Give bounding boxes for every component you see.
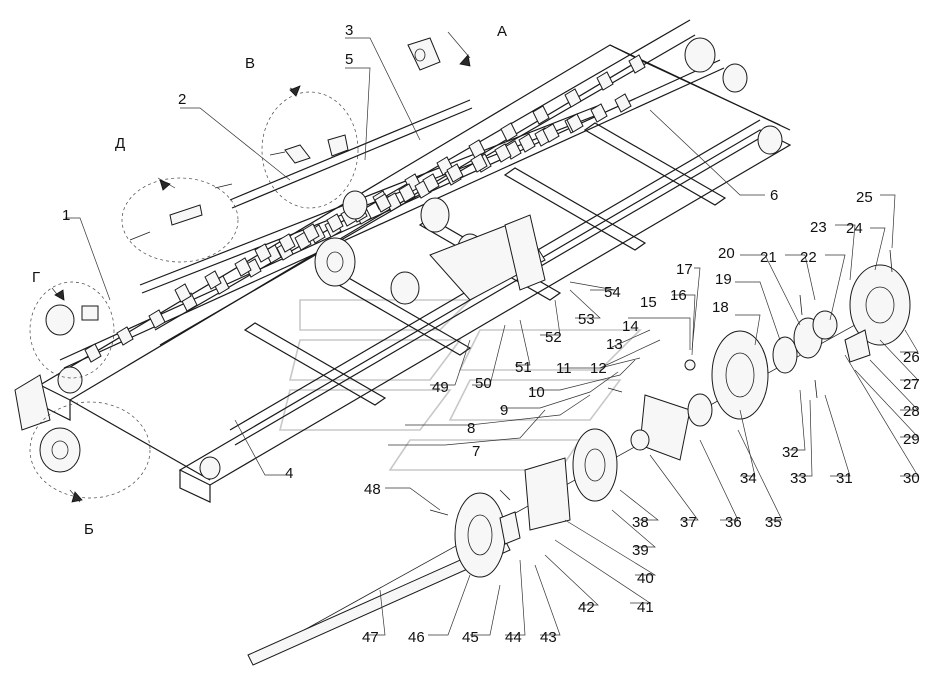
callout-20: 20 [718,245,735,262]
callout-28: 28 [903,403,920,420]
callout-35: 35 [765,514,782,531]
tooth [628,54,646,74]
exploded-hub [247,249,911,666]
tooth [174,283,192,303]
callout-38: 38 [632,514,649,531]
callout-36: 36 [725,514,742,531]
callout-16: 16 [670,287,687,304]
callout-1: 1 [62,207,70,224]
callout-40: 40 [637,570,654,587]
callout-42: 42 [578,599,595,616]
view-label-g: Г [32,269,40,286]
frame-hubs [14,37,783,480]
callout-18: 18 [712,299,729,316]
tooth [84,343,102,363]
callout-53: 53 [578,311,595,328]
tooth [422,173,440,193]
callout-45: 45 [462,629,479,646]
view-arrows [54,54,471,503]
callout-8: 8 [467,420,475,437]
tooth [532,105,550,125]
tooth [398,183,416,203]
view-label-d: Д [115,135,125,152]
callout-49: 49 [432,379,449,396]
tooth [542,123,560,143]
callout-23: 23 [810,219,827,236]
tooth [254,243,272,263]
callout-17: 17 [676,261,693,278]
callout-11: 11 [556,360,572,377]
callout-27: 27 [903,376,920,393]
callout-14: 14 [622,318,639,335]
callout-52: 52 [545,329,562,346]
callout-32: 32 [782,444,799,461]
callout-51: 51 [515,359,532,376]
callout-29: 29 [903,431,920,448]
tooth-rows [84,54,646,363]
callout-33: 33 [790,470,807,487]
callout-25: 25 [856,189,873,206]
tooth [116,326,134,346]
tooth [494,143,512,163]
callout-22: 22 [800,249,817,266]
tooth [596,71,614,91]
view-label-a: А [497,23,507,40]
detail-bubbles [29,37,441,499]
callout-24: 24 [846,220,863,237]
callout-43: 43 [540,629,557,646]
callout-13: 13 [606,336,623,353]
callout-10: 10 [528,384,545,401]
tooth [470,153,488,173]
tooth [264,244,282,264]
tooth [614,93,632,113]
callout-15: 15 [640,294,657,311]
tooth [234,257,252,277]
callout-4: 4 [285,465,293,482]
tooth [326,213,344,233]
tooth [278,233,296,253]
tooth [518,133,536,153]
shafts [59,59,725,369]
tooth [566,113,584,133]
callout-47: 47 [362,629,379,646]
tooth [446,163,464,183]
tooth [500,122,518,142]
callout-9: 9 [500,402,508,419]
tooth [374,193,392,213]
tooth [302,223,320,243]
callout-6: 6 [770,187,778,204]
tooth [244,258,262,278]
callout-7: 7 [472,443,480,460]
view-label-b: Б [84,521,94,538]
callout-46: 46 [408,629,425,646]
callout-19: 19 [715,271,732,288]
callout-39: 39 [632,542,649,559]
callout-30: 30 [903,470,920,487]
callout-34: 34 [740,470,757,487]
callout-3: 3 [345,22,353,39]
callout-54: 54 [604,284,621,301]
callout-44: 44 [505,629,522,646]
callout-41: 41 [637,599,654,616]
callout-48: 48 [364,481,381,498]
tooth [590,103,608,123]
callout-12: 12 [590,360,607,377]
leader-lines [51,31,919,636]
tooth [564,88,582,108]
callout-5: 5 [345,51,353,68]
callout-2: 2 [178,91,186,108]
callout-50: 50 [475,375,492,392]
callout-31: 31 [836,470,853,487]
callout-labels: 1 2 3 4 5 6 7 8 9 10 11 12 13 14 15 16 1… [32,22,920,646]
callout-26: 26 [903,349,920,366]
callout-37: 37 [680,514,697,531]
view-label-v: В [245,55,255,72]
tooth [204,270,222,290]
tooth [148,309,166,329]
callout-21: 21 [760,249,777,266]
